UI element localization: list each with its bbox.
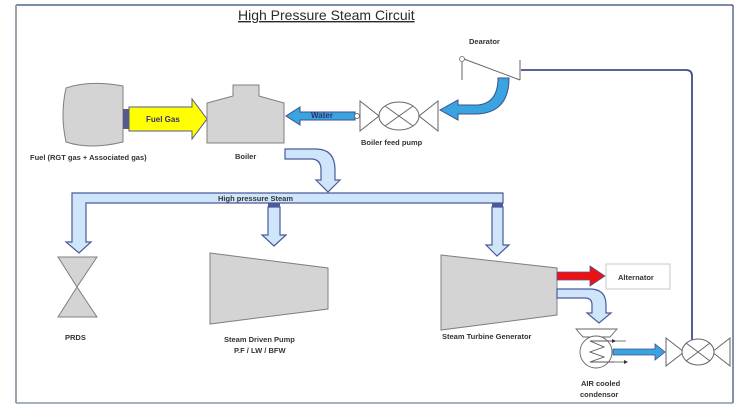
- water-flow-label: Water: [311, 111, 333, 120]
- turbine-icon: [440, 254, 558, 331]
- condenser-icon: [575, 328, 628, 369]
- turbine-pump-icon: [209, 252, 329, 325]
- prds-label: PRDS: [65, 333, 86, 342]
- exhaust-steam-pipe: [556, 288, 613, 324]
- hp-steam-label: High pressure Steam: [218, 194, 293, 203]
- power-arrow: [556, 265, 606, 287]
- prds-valve-icon: [57, 256, 98, 318]
- boiler-icon: [206, 84, 285, 144]
- condensate-arrow: [612, 343, 666, 361]
- condenser-label-line1: AIR cooled: [581, 379, 621, 388]
- steam-driven-pump-label: Steam Driven Pump: [224, 335, 295, 344]
- condenser: [575, 328, 628, 369]
- steam-driven-pump-sublabel: P.F / LW / BFW: [234, 346, 286, 355]
- deaerator: [459, 56, 521, 81]
- boiler-feed-pump-label: Boiler feed pump: [361, 138, 423, 147]
- fuel-tank-label: Fuel (RGT gas + Associated gas): [30, 153, 147, 162]
- condensate-return-line: [521, 69, 693, 352]
- alternator-box: [605, 263, 671, 290]
- hp-steam-header: [64, 192, 504, 254]
- alternator-label: Alternator: [618, 273, 654, 282]
- branch-to-steam-pump: [260, 203, 288, 247]
- condenser-label-line2: condensor: [580, 390, 618, 399]
- fuel-gas-flow-label: Fuel Gas: [146, 115, 180, 124]
- deaerator-icon: [459, 56, 521, 81]
- boiler-steam-outlet-pipe: [284, 148, 342, 193]
- tank-nozzle: [123, 109, 129, 129]
- boiler-feed-pump: [359, 99, 439, 133]
- condensate-pump: [665, 336, 731, 368]
- fuel-tank: [62, 82, 129, 147]
- deaerator-label: Dearator: [469, 37, 500, 46]
- fuel-gas-arrow: [128, 97, 208, 141]
- gas-tank-icon: [62, 82, 124, 147]
- deaerator-outlet-arrow: [438, 77, 510, 121]
- pump-valve-icon: [665, 336, 731, 368]
- stg-label: Steam Turbine Generator: [442, 332, 532, 341]
- boiler-label: Boiler: [235, 152, 256, 161]
- branch-to-turbine: [484, 203, 511, 257]
- pump-valve-icon: [359, 99, 439, 133]
- diagram-title: High Pressure Steam Circuit: [238, 7, 415, 23]
